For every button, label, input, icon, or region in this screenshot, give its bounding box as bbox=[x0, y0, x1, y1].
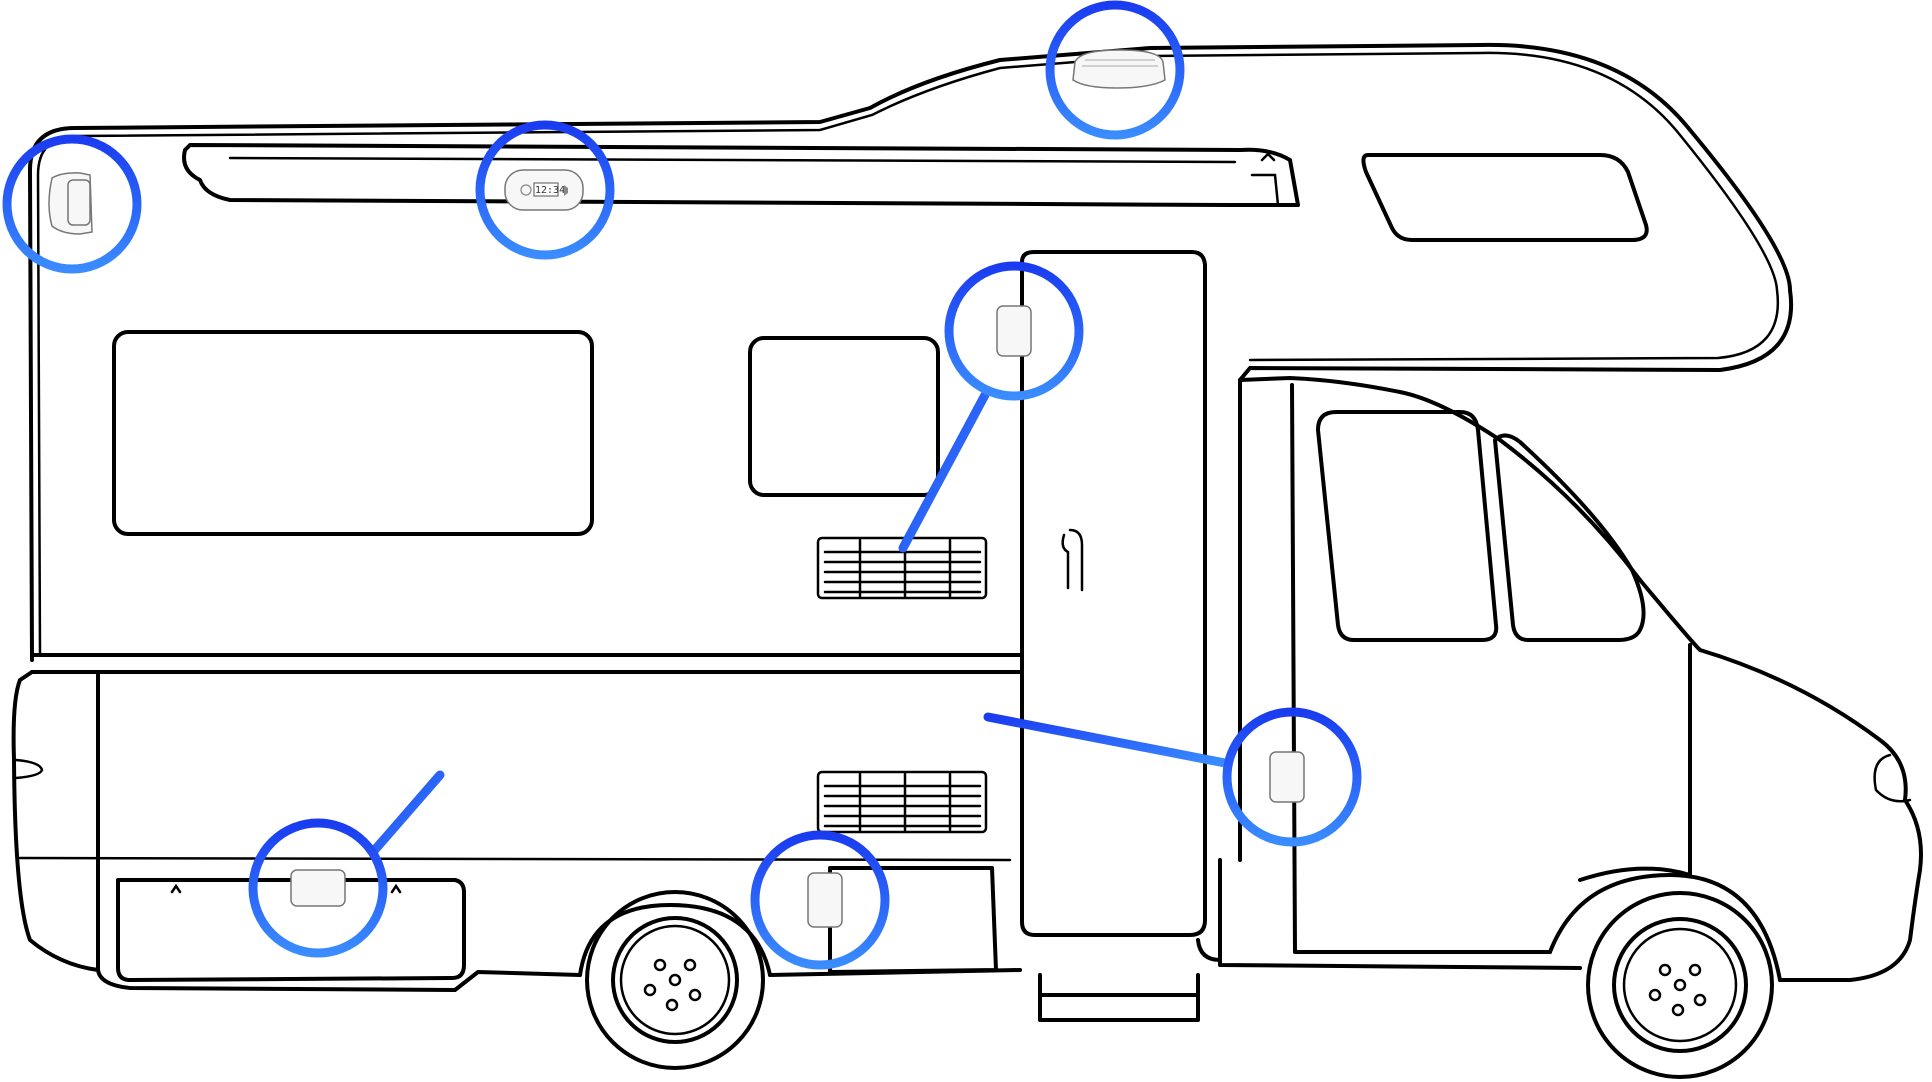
ring-side-locker-sensor bbox=[750, 830, 890, 970]
leader-lines bbox=[368, 390, 1230, 857]
contact-sensor-icon-side-locker bbox=[807, 872, 843, 928]
leader-rear-locker bbox=[368, 770, 445, 857]
ring-rear-corner-sensor bbox=[2, 134, 142, 274]
alarm-panel-display: 12:34 bbox=[535, 185, 565, 196]
contact-sensor-icon-upper-vent bbox=[996, 305, 1032, 357]
ring-awning-alarm-panel bbox=[475, 120, 615, 260]
smoke-detector-icon bbox=[1072, 49, 1166, 89]
motion-sensor-icon bbox=[48, 172, 93, 235]
callout-rings bbox=[2, 0, 1362, 970]
front-wheel bbox=[1548, 873, 1782, 1079]
alarm-panel-icon: 12:34 bbox=[504, 169, 584, 211]
camper-body-outline bbox=[11, 42, 1923, 1022]
upper-vent-grille bbox=[816, 536, 988, 600]
ring-cab-door-sensor bbox=[1222, 707, 1362, 847]
leader-upper-vent bbox=[898, 390, 990, 553]
leader-cab-door bbox=[983, 712, 1230, 768]
ring-roof-smoke-detector bbox=[1045, 0, 1185, 140]
lower-vent-grille bbox=[816, 770, 988, 834]
ring-rear-locker-sensor bbox=[248, 818, 388, 958]
contact-sensor-icon-rear-locker bbox=[290, 869, 346, 907]
ring-upper-vent-sensor bbox=[944, 261, 1084, 401]
contact-sensor-icon-cab-door bbox=[1269, 751, 1305, 803]
rear-wheel bbox=[578, 890, 772, 1070]
